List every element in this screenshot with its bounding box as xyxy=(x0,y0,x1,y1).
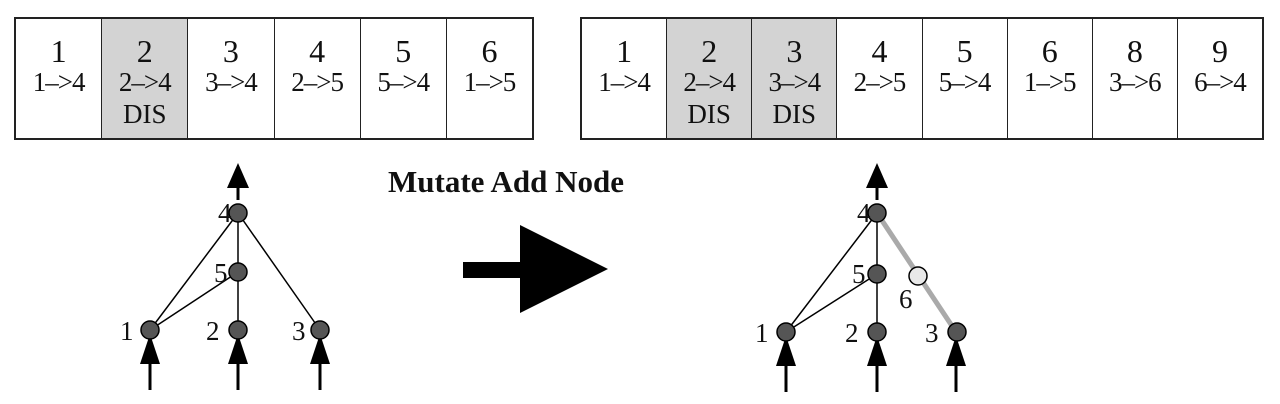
gene-innovation-number: 8 xyxy=(1126,33,1143,69)
input-arrow-icon xyxy=(308,332,332,392)
node-label: 1 xyxy=(120,316,134,346)
gene-innovation-number: 5 xyxy=(956,33,973,69)
gene-innovation-number: 6 xyxy=(481,33,498,69)
edge-1-5 xyxy=(149,271,239,331)
gene-connection: 1–>5 xyxy=(1023,67,1077,97)
gene-connection: 2–>5 xyxy=(291,67,344,97)
input-arrow-icon xyxy=(226,332,250,392)
gene-connection: 5–>4 xyxy=(938,67,992,97)
input-arrow-icon xyxy=(865,334,889,394)
edge-1-4 xyxy=(785,212,878,333)
node-label: 2 xyxy=(206,316,220,346)
gene-connection: 3–>4 xyxy=(768,67,821,97)
gene-connection: 5–>4 xyxy=(377,67,430,97)
gene-disabled-flag: DIS xyxy=(687,99,731,129)
gene-innovation-number: 6 xyxy=(1041,33,1058,69)
node-5 xyxy=(867,264,887,284)
node-1 xyxy=(776,322,796,342)
node-1 xyxy=(140,320,160,340)
transform-arrow-icon xyxy=(463,225,608,313)
node-label: 3 xyxy=(292,316,306,346)
node-3 xyxy=(947,322,967,342)
gene-connection: 2–>4 xyxy=(118,67,172,97)
gene-innovation-number: 2 xyxy=(136,33,153,69)
parent-network: 4 5 1 2 3 xyxy=(120,163,332,392)
gene-innovation-number: 5 xyxy=(395,33,412,69)
gene-innovation-number: 9 xyxy=(1211,33,1228,69)
new-node-6 xyxy=(908,266,928,286)
node-4 xyxy=(867,203,887,223)
node-4 xyxy=(228,203,248,223)
mutated-network: 4 5 6 1 2 3 xyxy=(755,163,968,394)
gene-innovation-number: 4 xyxy=(309,33,326,69)
gene-connection: 3–>6 xyxy=(1108,67,1162,97)
gene-disabled-flag: DIS xyxy=(123,99,167,129)
node-label: 3 xyxy=(925,318,939,348)
input-arrow-icon xyxy=(774,334,798,394)
output-arrow-icon xyxy=(227,163,249,188)
mutation-title: Mutate Add Node xyxy=(388,164,624,199)
gene-connection: 2–>4 xyxy=(683,67,736,97)
gene-innovation-number: 3 xyxy=(222,33,239,69)
node-label: 1 xyxy=(755,318,769,348)
output-arrow-icon xyxy=(866,163,888,188)
gene-innovation-number: 2 xyxy=(701,33,718,69)
node-3 xyxy=(310,320,330,340)
gene-connection: 2–>5 xyxy=(853,67,907,97)
gene-connection: 1–>5 xyxy=(463,67,517,97)
gene-innovation-number: 1 xyxy=(616,33,633,69)
edge-3-4 xyxy=(237,212,321,331)
gene-connection: 1–>4 xyxy=(32,67,86,97)
gene-connection: 3–>4 xyxy=(205,67,258,97)
node-label: 4 xyxy=(218,198,232,228)
node-label: 5 xyxy=(214,258,228,288)
gene-connection: 6–>4 xyxy=(1194,67,1247,97)
input-arrow-icon xyxy=(944,334,968,394)
node-label: 4 xyxy=(857,198,871,228)
gene-innovation-number: 3 xyxy=(786,33,803,69)
node-2 xyxy=(867,322,887,342)
node-label: 2 xyxy=(845,318,859,348)
gene-innovation-number: 4 xyxy=(871,33,888,69)
node-label: 5 xyxy=(852,259,866,289)
gene-innovation-number: 1 xyxy=(50,33,67,69)
edge-1-5 xyxy=(785,273,878,333)
gene-connection: 1–>4 xyxy=(598,67,651,97)
node-label: 6 xyxy=(899,284,913,314)
node-2 xyxy=(228,320,248,340)
edge-1-4 xyxy=(149,212,239,331)
node-5 xyxy=(228,262,248,282)
input-arrow-icon xyxy=(138,332,162,392)
gene-disabled-flag: DIS xyxy=(772,99,817,129)
